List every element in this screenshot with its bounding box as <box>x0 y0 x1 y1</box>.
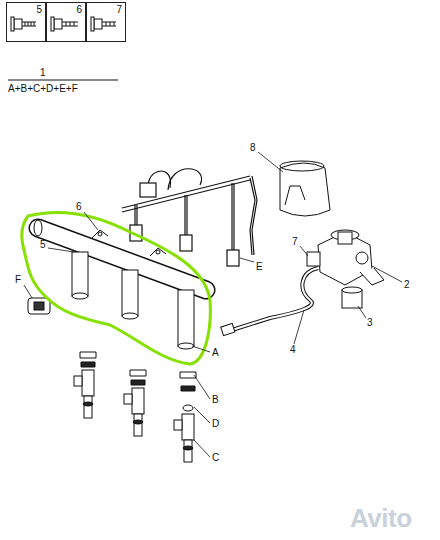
callout-label: 5 <box>40 240 46 250</box>
callout-label: 2 <box>404 280 410 290</box>
callout-number: 7 <box>116 4 122 15</box>
wiring-harness <box>122 169 257 266</box>
callout-label: F <box>15 275 21 285</box>
kit-note: A+B+C+D+E+F <box>8 84 78 94</box>
callout-label: B <box>212 395 219 405</box>
callout-label: E <box>256 262 263 272</box>
highlight-outline <box>22 213 210 364</box>
callout-label: 6 <box>76 202 82 212</box>
callout-label: 1 <box>40 68 46 78</box>
callout-label: 7 <box>292 237 298 247</box>
callout-number: 6 <box>76 4 82 15</box>
pressure-sensor <box>28 298 50 314</box>
callout-label: 8 <box>250 143 256 153</box>
high-pressure-pump <box>307 230 384 285</box>
callout-label: C <box>212 453 219 463</box>
callout-label: D <box>212 419 219 429</box>
underline <box>8 80 118 81</box>
callout-number: 5 <box>36 4 42 15</box>
pump-tappet <box>342 287 362 308</box>
part-cell: 5 <box>6 2 46 42</box>
part-cell: 6 <box>46 2 86 42</box>
pump-cap <box>280 161 330 216</box>
callout-label: 4 <box>290 345 296 355</box>
watermark: Avito <box>350 505 412 531</box>
bolt-icons <box>11 17 116 31</box>
callout-label: A <box>212 348 219 358</box>
injectors <box>74 352 196 462</box>
part-cell: 7 <box>86 2 126 42</box>
high-pressure-pipe <box>221 268 318 336</box>
leader-lines <box>24 152 402 457</box>
callout-label: 3 <box>367 318 373 328</box>
